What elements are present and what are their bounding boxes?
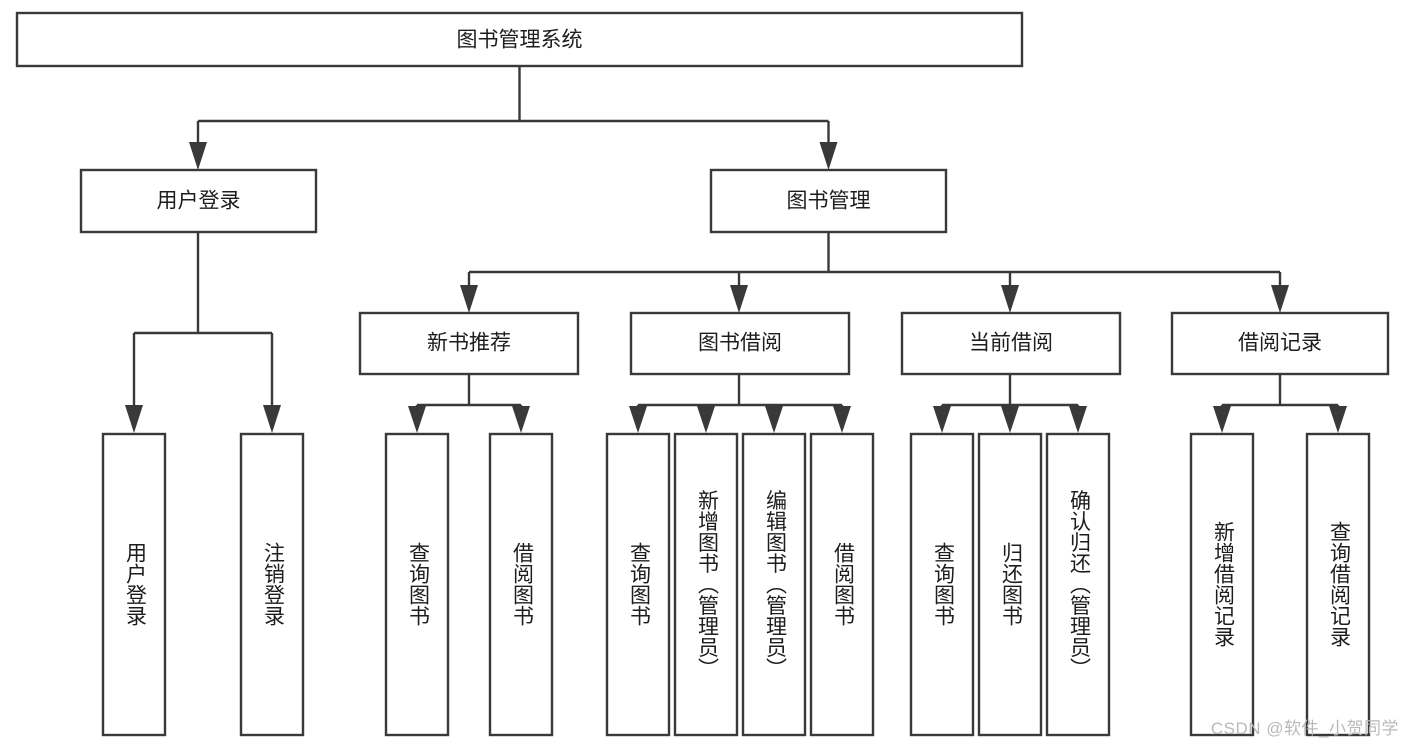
node-book-borrow-box[interactable]	[629, 311, 851, 376]
node-book-manage[interactable]: 图书管理	[709, 168, 948, 234]
node-leaf-query-book-3-box[interactable]	[909, 432, 975, 737]
node-leaf-query-book-1-box[interactable]	[384, 432, 450, 737]
arrow-head-leaf-add-record	[1213, 406, 1231, 433]
node-leaf-return-book-label: 归还图书	[999, 542, 1023, 626]
node-leaf-borrow-book-2-label: 借阅图书	[831, 542, 855, 626]
node-leaf-query-record[interactable]: 查询借阅记录	[1305, 432, 1371, 737]
node-leaf-borrow-book-2[interactable]: 借阅图书	[809, 432, 875, 737]
node-leaf-add-book[interactable]: 新增图书（管理员）	[673, 432, 739, 737]
node-leaf-add-record-label: 新增借阅记录	[1211, 521, 1235, 647]
node-book-borrow-label: 图书借阅	[698, 332, 782, 355]
arrow-head-leaf-borrow-book-1	[512, 406, 530, 433]
node-leaf-user-login-label: 用户登录	[123, 542, 147, 626]
node-leaf-user-logout[interactable]: 注销登录	[239, 432, 305, 737]
node-leaf-query-record-box[interactable]	[1305, 432, 1371, 737]
node-leaf-add-book-label: 新增图书（管理员）	[695, 490, 719, 679]
arrow-head-leaf-query-record	[1329, 406, 1347, 433]
node-borrow-record[interactable]: 借阅记录	[1170, 311, 1390, 376]
node-leaf-return-book-box[interactable]	[977, 432, 1043, 737]
arrow-head-new-book-recommend	[460, 285, 478, 313]
arrow-head-leaf-query-book-3	[933, 406, 951, 433]
node-leaf-confirm-return-box[interactable]	[1045, 432, 1111, 737]
node-leaf-query-record-label: 查询借阅记录	[1327, 521, 1351, 647]
watermark-text: CSDN @软件_小贺同学	[1210, 719, 1399, 738]
node-leaf-query-book-2-label: 查询图书	[627, 542, 651, 626]
node-leaf-add-record-box[interactable]	[1189, 432, 1255, 737]
node-leaf-return-book[interactable]: 归还图书	[977, 432, 1043, 737]
node-new-book-recommend-box[interactable]	[358, 311, 580, 376]
node-leaf-query-book-2[interactable]: 查询图书	[605, 432, 671, 737]
node-leaf-query-book-3-label: 查询图书	[931, 542, 955, 626]
node-leaf-query-book-1[interactable]: 查询图书	[384, 432, 450, 737]
node-leaf-confirm-return[interactable]: 确认归还（管理员）	[1045, 432, 1111, 737]
node-new-book-recommend-label: 新书推荐	[427, 332, 511, 355]
node-leaf-borrow-book-1-box[interactable]	[488, 432, 554, 737]
node-current-borrow[interactable]: 当前借阅	[900, 311, 1122, 376]
arrow-head-leaf-user-login	[125, 405, 143, 433]
arrow-head-leaf-add-book	[697, 406, 715, 433]
node-leaf-query-book-1-label: 查询图书	[406, 542, 430, 626]
node-root[interactable]: 图书管理系统	[15, 11, 1024, 68]
node-leaf-user-login[interactable]: 用户登录	[101, 432, 167, 737]
node-leaf-confirm-return-label: 确认归还（管理员）	[1067, 490, 1091, 679]
node-leaf-query-book-3[interactable]: 查询图书	[909, 432, 975, 737]
node-leaf-user-logout-box[interactable]	[239, 432, 305, 737]
node-user-login[interactable]: 用户登录	[79, 168, 318, 234]
arrow-head-leaf-edit-book	[765, 406, 783, 433]
node-leaf-borrow-book-2-box[interactable]	[809, 432, 875, 737]
arrow-head-leaf-return-book	[1001, 406, 1019, 433]
arrow-head-book-manage	[819, 142, 838, 170]
node-root-label: 图书管理系统	[457, 29, 583, 52]
arrow-head-leaf-query-book-2	[629, 406, 647, 433]
node-borrow-record-label: 借阅记录	[1238, 332, 1322, 355]
node-leaf-add-record[interactable]: 新增借阅记录	[1189, 432, 1255, 737]
arrow-head-leaf-query-book-1	[408, 406, 426, 433]
arrow-head-borrow-record	[1271, 285, 1289, 313]
node-book-borrow[interactable]: 图书借阅	[629, 311, 851, 376]
node-leaf-borrow-book-1[interactable]: 借阅图书	[488, 432, 554, 737]
node-user-login-box[interactable]	[79, 168, 318, 234]
arrow-head-current-borrow	[1001, 285, 1019, 313]
arrow-head-leaf-borrow-book-2	[833, 406, 851, 433]
arrow-head-leaf-confirm-return	[1069, 406, 1087, 433]
node-borrow-record-box[interactable]	[1170, 311, 1390, 376]
node-current-borrow-label: 当前借阅	[969, 332, 1053, 355]
node-book-manage-label: 图书管理	[787, 190, 871, 213]
node-new-book-recommend[interactable]: 新书推荐	[358, 311, 580, 376]
arrow-head-book-borrow	[730, 285, 748, 313]
node-leaf-query-book-2-box[interactable]	[605, 432, 671, 737]
connector-layer	[125, 66, 1347, 433]
node-root-box[interactable]	[15, 11, 1024, 68]
node-current-borrow-box[interactable]	[900, 311, 1122, 376]
node-book-manage-box[interactable]	[709, 168, 948, 234]
node-leaf-edit-book-box[interactable]	[741, 432, 807, 737]
node-leaf-add-book-box[interactable]	[673, 432, 739, 737]
node-leaf-edit-book-label: 编辑图书（管理员）	[763, 490, 787, 679]
node-leaf-borrow-book-1-label: 借阅图书	[510, 542, 534, 626]
node-leaf-user-logout-label: 注销登录	[261, 542, 285, 626]
node-leaf-user-login-box[interactable]	[101, 432, 167, 737]
node-user-login-label: 用户登录	[157, 190, 241, 213]
node-leaf-edit-book[interactable]: 编辑图书（管理员）	[741, 432, 807, 737]
arrow-head-leaf-user-logout	[263, 405, 281, 433]
arrow-head-user-login	[189, 142, 207, 170]
